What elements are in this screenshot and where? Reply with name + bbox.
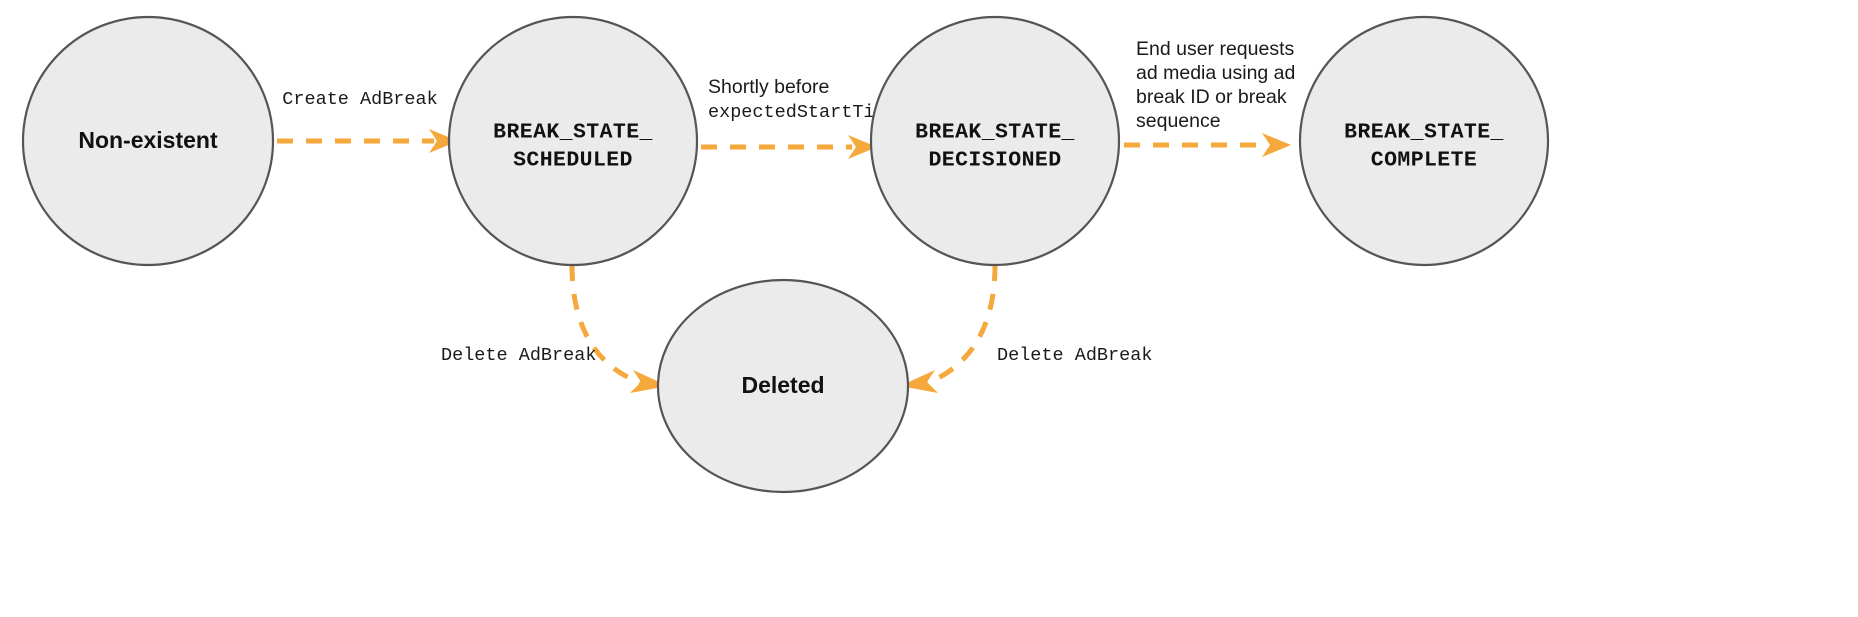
edge-delete-adbreak-from-scheduled: Delete AdBreak — [441, 264, 668, 393]
state-node-break-state-scheduled-shape[interactable] — [447, 15, 699, 267]
edge-delete-from-scheduled-label-line-1: Delete AdBreak — [441, 345, 596, 366]
state-node-break-state-decisioned[interactable]: BREAK_STATE_ DECISIONED — [869, 15, 1121, 267]
state-node-break-state-scheduled-label-line-2: SCHEDULED — [513, 149, 633, 173]
edge-end-user-requests-label-line-4: sequence — [1136, 110, 1221, 132]
state-node-break-state-decisioned-label-line-2: DECISIONED — [928, 149, 1061, 173]
state-node-break-state-scheduled-label-line-1: BREAK_STATE_ — [493, 121, 653, 145]
state-node-deleted-shape[interactable] — [656, 278, 910, 494]
state-node-break-state-complete[interactable]: BREAK_STATE_ COMPLETE — [1298, 15, 1550, 267]
edge-delete-from-decisioned-label-line-1: Delete AdBreak — [997, 345, 1152, 366]
edge-create-adbreak: Create AdBreak — [277, 89, 458, 153]
state-node-deleted-label: Deleted — [741, 372, 824, 398]
edge-end-user-requests-label-line-1: End user requests — [1136, 38, 1295, 60]
edge-shortly-before-label-line-2: expectedStartTime — [708, 102, 897, 123]
arrowhead-icon — [429, 129, 458, 153]
state-node-break-state-decisioned-label-line-1: BREAK_STATE_ — [915, 121, 1075, 145]
edge-delete-adbreak-from-decisioned: Delete AdBreak — [900, 264, 1152, 393]
edge-end-user-requests-ad-media: End user requests ad media using ad brea… — [1124, 38, 1295, 157]
state-node-non-existent-shape[interactable] — [21, 15, 275, 267]
state-node-break-state-decisioned-shape[interactable] — [869, 15, 1121, 267]
edge-delete-from-scheduled-line — [569, 264, 644, 387]
state-node-break-state-complete-label-line-1: BREAK_STATE_ — [1344, 121, 1504, 145]
state-node-break-state-complete-label-line-2: COMPLETE — [1371, 149, 1477, 173]
state-node-break-state-scheduled[interactable]: BREAK_STATE_ SCHEDULED — [447, 15, 699, 267]
edge-delete-from-decisioned-line — [924, 264, 998, 387]
edge-create-adbreak-label-line-1: Create AdBreak — [282, 89, 437, 110]
edge-end-user-requests-label-line-3: break ID or break — [1136, 86, 1287, 108]
edge-end-user-requests-label-line-2: ad media using ad — [1136, 62, 1295, 84]
arrowhead-icon — [848, 135, 877, 159]
state-node-break-state-complete-shape[interactable] — [1298, 15, 1550, 267]
arrowhead-icon — [1262, 133, 1291, 157]
state-node-non-existent-label: Non-existent — [78, 127, 218, 153]
state-node-deleted[interactable]: Deleted — [656, 278, 910, 494]
edge-shortly-before-label-line-1: Shortly before — [708, 76, 829, 98]
state-node-non-existent[interactable]: Non-existent — [21, 15, 275, 267]
edge-shortly-before-expected-start-time: Shortly before expectedStartTime — [701, 76, 897, 159]
arrowhead-icon — [900, 370, 938, 393]
